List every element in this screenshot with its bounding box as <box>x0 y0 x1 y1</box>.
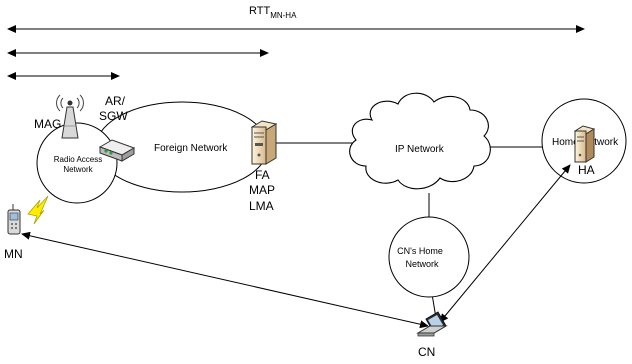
router-icon <box>98 139 136 162</box>
cns-home-label-2: Network <box>405 259 439 269</box>
lightning-bolt-icon <box>27 195 49 225</box>
mn-cn-arrow <box>21 231 429 329</box>
mag-label: MAG <box>34 117 61 131</box>
mobile-phone-icon <box>7 204 21 235</box>
ip-network-label: IP Network <box>395 144 445 155</box>
radio-access-label-2: Network <box>63 165 93 174</box>
radio-access-network-circle <box>36 122 118 204</box>
foreign-network-label: Foreign Network <box>154 143 228 154</box>
fa-label: FA <box>255 168 270 182</box>
map-label: MAP <box>249 183 275 197</box>
mn-label: MN <box>4 247 23 261</box>
rtt-label: RTTMN-HA <box>249 5 297 20</box>
ar-label: AR/ <box>105 94 126 108</box>
home-network-circle <box>541 98 627 184</box>
laptop-icon <box>416 311 448 337</box>
antenna-tower-icon <box>56 94 84 139</box>
cn-label: CN <box>418 345 435 359</box>
cns-home-label: CN's Home <box>397 246 443 256</box>
home-agent-server-icon <box>573 125 596 163</box>
cn-ha-arrow <box>439 164 571 323</box>
ip-network-cloud <box>349 92 491 190</box>
lma-label: LMA <box>249 199 274 213</box>
cns-home-network-circle <box>388 216 470 298</box>
server-icon <box>250 120 278 165</box>
ha-label: HA <box>578 163 595 177</box>
radio-access-label: Radio Access <box>54 155 102 164</box>
sgw-label: SGW <box>99 109 128 123</box>
